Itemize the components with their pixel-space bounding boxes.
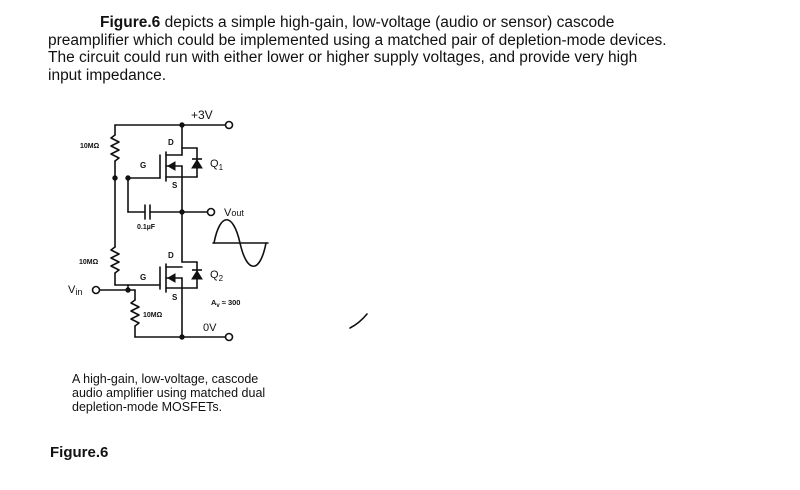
q1-gate-label: G xyxy=(140,161,146,170)
q1-source-label: S xyxy=(172,181,178,190)
q1-body-arrow xyxy=(166,161,176,171)
q1-drain-label: D xyxy=(168,138,174,147)
paragraph-line-3: The circuit could run with either lower … xyxy=(48,49,638,66)
caption-line-1: A high-gain, low-voltage, cascode xyxy=(72,372,259,386)
vout-label: Vout xyxy=(224,207,244,219)
figure-reference: Figure.6 xyxy=(100,14,161,31)
figure-caption: A high-gain, low-voltage, cascode audio … xyxy=(72,372,332,414)
q2-source-label: S xyxy=(172,293,178,302)
figure-label: Figure.6 xyxy=(50,444,109,461)
q2-diode xyxy=(191,270,203,280)
capacitor-label: 0.1µF xyxy=(137,224,156,231)
r1-label: 10MΩ xyxy=(80,143,100,150)
r3-label: 10MΩ xyxy=(143,312,163,319)
junction-dot xyxy=(179,334,185,340)
paragraph-line-1: depicts a simple high-gain, low-voltage … xyxy=(160,14,615,31)
stray-mark xyxy=(349,313,368,329)
junction-dot xyxy=(179,122,185,128)
resistor-r3 xyxy=(130,299,140,327)
q1-diode xyxy=(191,159,203,169)
paragraph-line-2: preamplifier which could be implemented … xyxy=(48,31,667,49)
junction-dot xyxy=(125,287,131,293)
vin-label: Vin xyxy=(68,284,82,297)
junction-dot xyxy=(112,175,118,181)
caption-line-3: depletion-mode MOSFETs. xyxy=(72,400,223,414)
q2-label: Q2 xyxy=(210,269,224,283)
gain-label: Av≈ 300 xyxy=(211,298,240,309)
description-paragraph: Figure.6 depicts a simple high-gain, low… xyxy=(48,14,768,84)
waveform-sine xyxy=(213,219,267,267)
q2-gate-label: G xyxy=(140,273,146,282)
resistor-r2 xyxy=(110,246,120,274)
q2-body-arrow xyxy=(166,273,176,283)
output-terminal xyxy=(206,207,216,217)
paragraph-line-4: input impedance. xyxy=(48,66,167,84)
r2-label: 10MΩ xyxy=(79,259,99,266)
input-terminal xyxy=(91,285,101,295)
q2-drain-label: D xyxy=(168,251,174,260)
ground-label: 0V xyxy=(203,322,217,334)
q1-label: Q1 xyxy=(210,158,224,172)
ground-terminal xyxy=(224,332,234,342)
supply-label: +3V xyxy=(191,108,213,122)
supply-terminal xyxy=(224,120,234,130)
junction-dot xyxy=(125,175,131,181)
caption-line-2: audio amplifier using matched dual xyxy=(72,386,266,400)
junction-dot xyxy=(179,209,185,215)
resistor-r1 xyxy=(110,134,120,162)
